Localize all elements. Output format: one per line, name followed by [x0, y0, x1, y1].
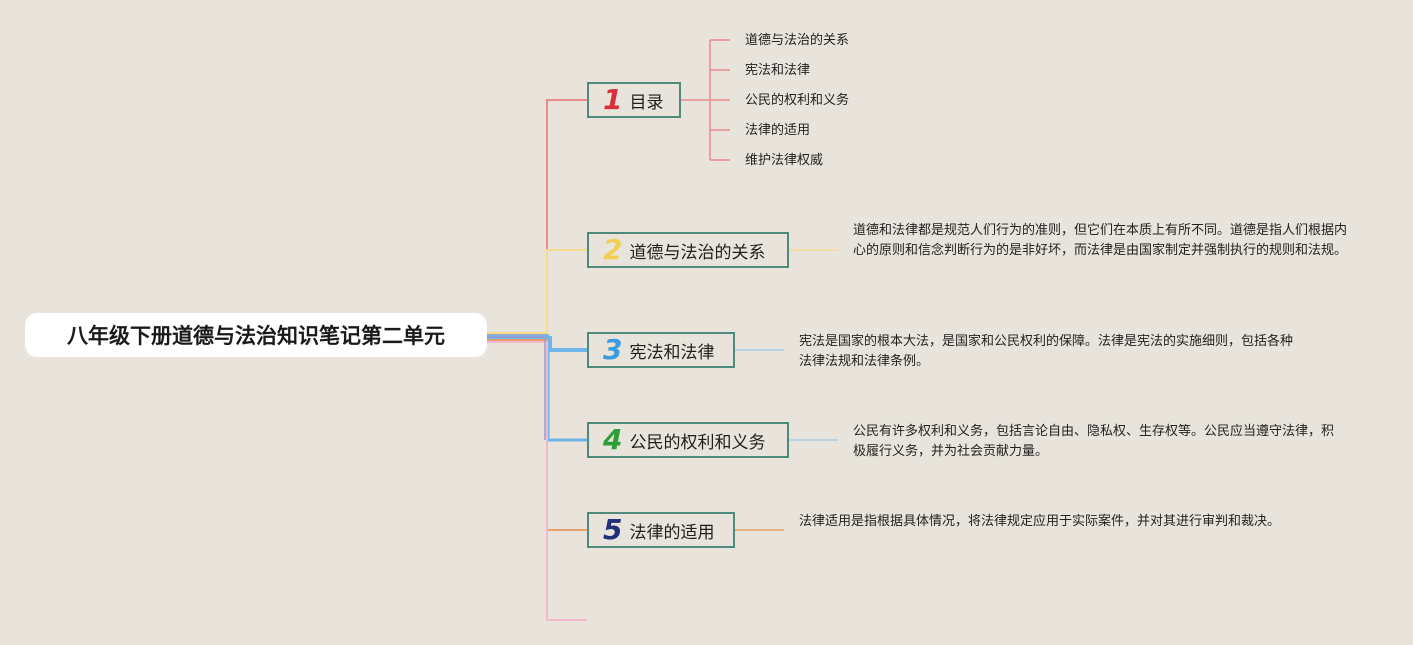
description-3[interactable]: 宪法是国家的根本大法，是国家和公民权利的保障。法律是宪法的实施细则，包括各种法律…: [799, 334, 1294, 369]
subtopic-1-4[interactable]: 法律的适用: [745, 123, 811, 138]
connector-root-to-6: [487, 341, 587, 621]
branch-label: 目录: [629, 92, 664, 113]
branch-node-5[interactable]: 5 法律的适用: [587, 512, 735, 548]
number-badge: 3: [603, 333, 623, 366]
subtopic-1-2[interactable]: 宪法和法律: [745, 63, 811, 78]
connector-root-to-1: [487, 99, 587, 336]
branch-node-1[interactable]: 1 目录: [587, 82, 681, 118]
connector-root-to-3: [487, 336, 587, 352]
connector-1-children: [680, 39, 730, 161]
branch-node-4[interactable]: 4 公民的权利和义务: [587, 422, 789, 458]
branch-node-2[interactable]: 2 道德与法治的关系: [587, 232, 789, 268]
description-4[interactable]: 公民有许多权利和义务，包括言论自由、隐私权、生存权等。公民应当遵守法律，积极履行…: [853, 424, 1335, 459]
number-badge: 1: [603, 83, 623, 116]
description-2[interactable]: 道德和法律都是规范人们行为的准则，但它们在本质上有所不同。道德是指人们根据内心的…: [853, 223, 1348, 258]
subtopic-1-5[interactable]: 维护法律权威: [745, 153, 824, 168]
connector-root-to-5: [487, 339, 587, 531]
branch-node-3[interactable]: 3 宪法和法律: [587, 332, 735, 368]
branch-label: 公民的权利和义务: [629, 432, 766, 453]
root-topic[interactable]: 八年级下册道德与法治知识笔记第二单元: [25, 313, 487, 357]
number-badge: 4: [603, 423, 623, 456]
branch-label: 道德与法治的关系: [629, 242, 766, 263]
number-badge: 2: [603, 233, 623, 266]
subtopic-1-3[interactable]: 公民的权利和义务: [745, 93, 850, 108]
connector-root-to-2: [487, 249, 587, 334]
subtopic-1-1[interactable]: 道德与法治的关系: [745, 33, 850, 48]
branch-label: 法律的适用: [629, 522, 715, 543]
connector-root-purple: [487, 336, 546, 440]
branch-label: 宪法和法律: [629, 342, 715, 363]
description-5[interactable]: 法律适用是指根据具体情况，将法律规定应用于实际案件，并对其进行审判和裁决。: [799, 514, 1281, 529]
number-badge: 5: [603, 513, 623, 546]
